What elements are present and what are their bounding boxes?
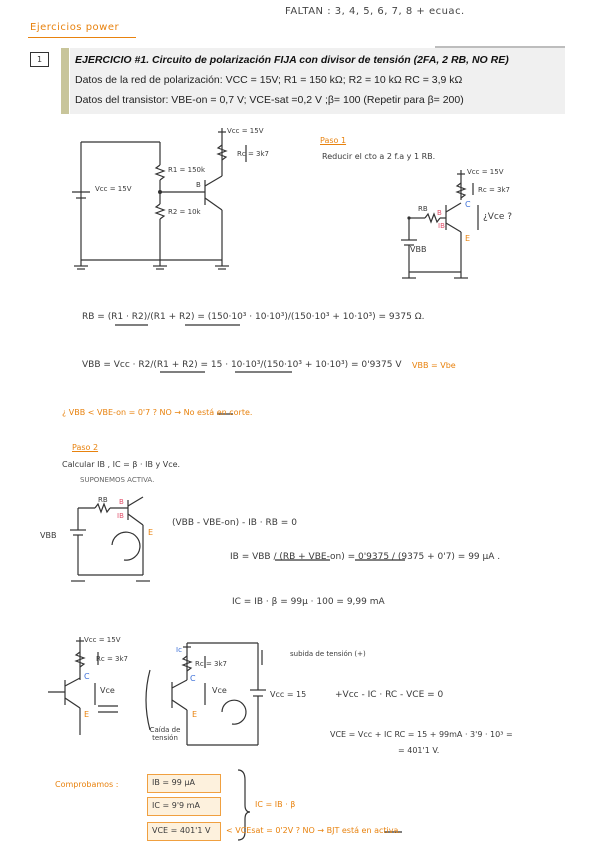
paso2-label: Paso 2 — [72, 443, 99, 452]
ic-equation: IC = IB · β = 99µ · 100 = 9,99 mA — [232, 597, 385, 607]
exercise-number: 1 — [30, 52, 49, 67]
problem-highlight-bar — [61, 48, 69, 114]
vbb-note: VBB = Vbe — [412, 361, 456, 370]
p3-vcc-left: Vcc = 15V — [84, 636, 121, 644]
paso1-e: E — [465, 234, 471, 243]
paso2-ib: IB — [117, 512, 124, 520]
paso1-vce-question: ¿Vce ? — [483, 212, 513, 222]
paso1-rc: Rc = 3k7 — [478, 186, 510, 194]
header-top-rule — [435, 46, 565, 49]
paso1-text: Reducir el cto a 2 f.a y 1 RB. — [322, 152, 436, 161]
paso1-vbb: VBB — [410, 245, 427, 254]
paso2-e: E — [148, 528, 154, 537]
p3-subida: subida de tensión (+) — [290, 650, 366, 658]
problem-statement-box — [70, 48, 565, 114]
p3-ic: Ic — [176, 646, 182, 654]
p3-caida: Caída de tensión — [149, 726, 181, 742]
paso1-label: Paso 1 — [320, 136, 347, 145]
p3-c-left: C — [84, 672, 90, 681]
summary-ic-box — [147, 797, 221, 816]
paso1-c: C — [465, 200, 471, 209]
c1-source-label: Vcc = 15V — [95, 185, 132, 193]
summary-ib: IB = 99 µA — [152, 778, 195, 787]
p3-kvl: +Vcc - IC · RC - VCE = 0 — [335, 690, 444, 700]
p3-e-right: E — [192, 710, 198, 719]
c1-r2-label: R2 = 10k — [168, 208, 201, 216]
c1-vcc-label: Vcc = 15V — [227, 127, 264, 135]
problem-title: EJERCICIO #1. Circuito de polarización F… — [75, 54, 509, 66]
paso2-suponemos: SUPONEMOS ACTIVA. — [80, 476, 155, 484]
p3-rc-right: Rc = 3k7 — [195, 660, 227, 668]
section-title: Ejercicios power — [30, 22, 120, 33]
p3-vcc15: Vcc = 15 — [270, 690, 307, 699]
paso1-rb: RB — [418, 205, 428, 213]
paso1-b: B — [437, 209, 442, 217]
paso2-b: B — [119, 498, 124, 506]
summary-vce-box — [147, 822, 221, 841]
p3-e-left: E — [84, 710, 90, 719]
title-underline — [28, 37, 136, 38]
summary-check: < VCEsat = 0'2V ? NO → BJT está en activ… — [226, 826, 401, 835]
vbb-equation: VBB = Vcc · R2/(R1 + R2) = 15 · 10·10³/(… — [82, 360, 402, 370]
vce-result: = 401'1 V. — [398, 746, 440, 755]
p3-vce-left: Vce — [100, 686, 115, 695]
paso2-text: Calcular IB , IC = β · IB y Vce. — [62, 460, 181, 469]
paso1-ib: IB — [438, 222, 445, 230]
c1-rc-label: Rc = 3k7 — [237, 150, 269, 158]
p3-c-right: C — [190, 674, 196, 683]
ib-equation: IB = VBB / (RB + VBE-on) = 0'9375 / (937… — [230, 552, 501, 562]
summary-ib-box — [147, 774, 221, 793]
paso2-vbb: VBB — [40, 531, 57, 540]
summary-vce: VCE = 401'1 V — [152, 826, 211, 835]
problem-line-1: Datos de la red de polarización: VCC = 1… — [75, 74, 463, 86]
paso2-rb: RB — [98, 496, 108, 504]
cut-check: ¿ VBB < VBE-on = 0'7 ? NO → No está en c… — [62, 408, 252, 417]
c1-base-label: B — [196, 181, 201, 189]
problem-line-2: Datos del transistor: VBE-on = 0,7 V; VC… — [75, 94, 464, 106]
paso2-kvl: (VBB - VBE-on) - IB · RB = 0 — [172, 518, 297, 528]
rb-equation: RB = (R1 · R2)/(R1 + R2) = (150·10³ · 10… — [82, 312, 425, 322]
summary-relation: IC = IB · β — [255, 800, 296, 809]
cut-check-text: ¿ VBB < VBE-on = 0'7 ? NO → No está en c… — [62, 408, 253, 417]
summary-label: Comprobamos : — [55, 780, 119, 789]
top-note: FALTAN : 3, 4, 5, 6, 7, 8 + ecuac. — [285, 6, 465, 17]
vce-equation: VCE = Vcc + IC RC = 15 + 99mA · 3'9 · 10… — [330, 730, 513, 739]
p3-rc-left: Rc = 3k7 — [96, 655, 128, 663]
paso1-vcc: Vcc = 15V — [467, 168, 504, 176]
summary-ic: IC = 9'9 mA — [152, 801, 200, 810]
p3-vce-right: Vce — [212, 686, 227, 695]
c1-r1-label: R1 = 150k — [168, 166, 206, 174]
